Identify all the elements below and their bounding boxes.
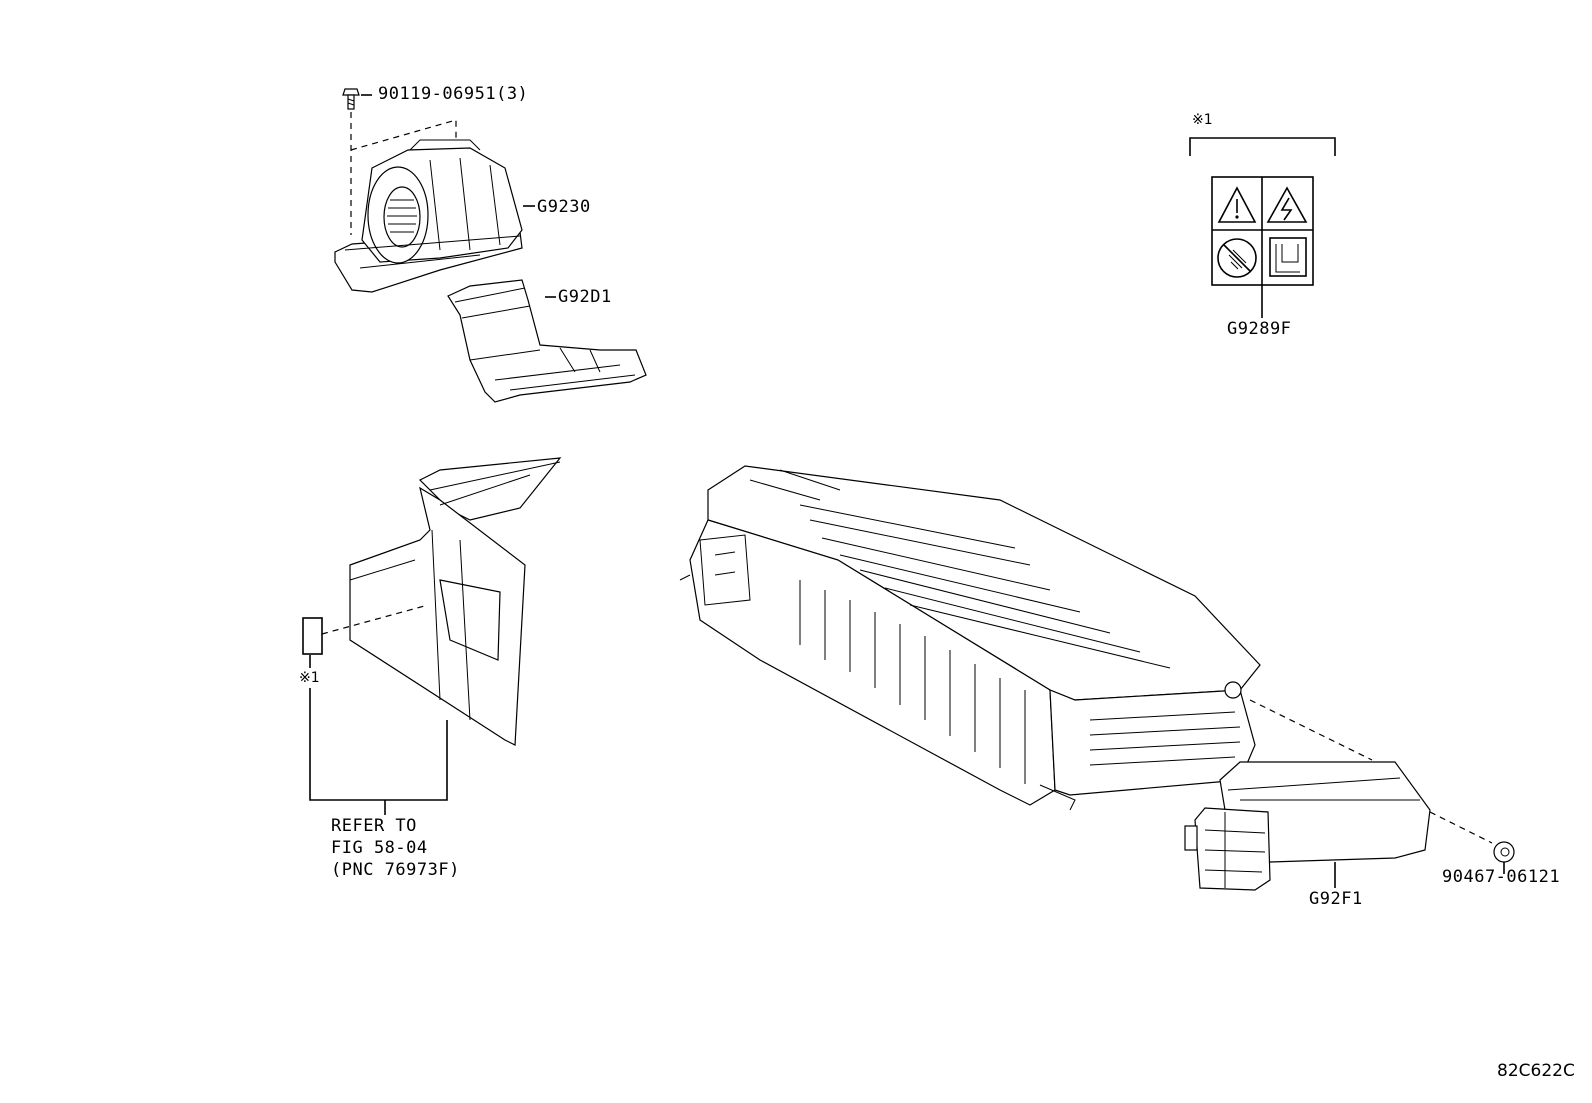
note-mark-top: ※1 [1192, 112, 1213, 128]
blower-outline-dash [350, 119, 457, 151]
refer-bracket [309, 688, 448, 801]
battery-icon [679, 465, 1261, 811]
small-label-icon [302, 617, 323, 655]
refer-line-2: FIG 58-04 [331, 838, 428, 858]
note-mark-left: ※1 [299, 670, 320, 686]
blower-part-code: G9230 [537, 197, 591, 217]
duct-icon [447, 279, 647, 403]
clip-part-number: 90467-06121 [1442, 867, 1561, 887]
label-set-part-code: G9289F [1227, 319, 1292, 339]
clip-dash [1429, 811, 1493, 844]
refer-line-3: (PNC 76973F) [331, 860, 460, 880]
clip-icon [1493, 841, 1515, 863]
figure-code: 82C622C [1497, 1061, 1575, 1081]
battery-cover-icon [1184, 761, 1431, 891]
panel-dash [321, 604, 429, 635]
refer-line-1: REFER TO [331, 816, 417, 836]
duct-part-code: G92D1 [558, 287, 612, 307]
side-panel-icon [349, 457, 562, 746]
cover-part-code: G92F1 [1309, 889, 1363, 909]
warning-label-icon [1211, 176, 1314, 286]
bolt-part-number: 90119-06951(3) [378, 84, 529, 104]
label-set-bracket [1189, 137, 1336, 156]
blower-icon [334, 139, 523, 293]
bolt-icon [342, 88, 372, 110]
battery-dash [1249, 699, 1373, 761]
